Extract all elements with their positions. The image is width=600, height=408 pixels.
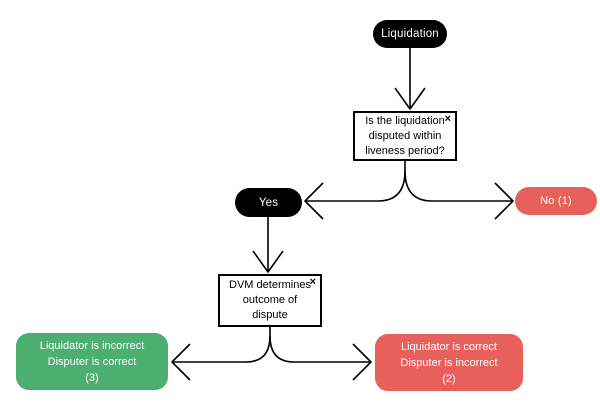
arrowhead-left-icon xyxy=(171,343,191,381)
close-icon: × xyxy=(309,276,316,288)
node-dvm: × DVM determines outcome of dispute xyxy=(218,274,322,327)
node-outcome-disputer-correct: Liquidator is incorrect Disputer is corr… xyxy=(16,333,168,390)
connector-decision-branch xyxy=(304,161,514,220)
connector-liquidation-to-decision xyxy=(394,48,426,110)
node-decision-liveness-text: Is the liquidation disputed within liven… xyxy=(355,114,455,159)
node-outcome-liquidator-correct-text: Liquidator is correct Disputer is incorr… xyxy=(375,339,523,387)
text-line: Liquidator is incorrect xyxy=(39,339,145,352)
text-line: Disputer is incorrect xyxy=(400,356,498,369)
connector-line xyxy=(172,335,271,363)
text-line: outcome of xyxy=(242,294,298,306)
text-line: liveness period? xyxy=(365,144,445,157)
arrowhead-right-icon xyxy=(352,343,372,381)
node-yes-label: Yes xyxy=(258,196,279,209)
connector-line xyxy=(404,170,513,202)
text-line: (3) xyxy=(85,371,99,384)
text-line: disputed within xyxy=(368,129,442,142)
node-yes: Yes xyxy=(235,188,302,217)
arrowhead-down-icon xyxy=(252,250,284,273)
node-liquidation-label: Liquidation xyxy=(381,28,439,40)
text-line: Is the liquidation xyxy=(365,114,445,127)
arrowhead-right-icon xyxy=(494,182,514,220)
text-line: Liquidator is correct xyxy=(401,340,497,353)
node-no: No (1) xyxy=(515,187,597,215)
connector-yes-to-dvm xyxy=(252,217,284,273)
connector-line xyxy=(269,335,371,363)
node-dvm-text: DVM determines outcome of dispute xyxy=(220,278,320,323)
arrowhead-left-icon xyxy=(304,182,324,220)
connector-dvm-branch xyxy=(171,327,372,381)
text-line: Disputer is correct xyxy=(47,355,137,368)
node-liquidation: Liquidation xyxy=(373,20,447,48)
close-icon: × xyxy=(444,113,451,125)
arrowhead-down-icon xyxy=(394,87,426,110)
node-no-label: No (1) xyxy=(540,195,572,207)
text-line: DVM determines xyxy=(229,279,311,291)
node-decision-liveness: × Is the liquidation disputed within liv… xyxy=(353,111,457,161)
node-outcome-disputer-correct-text: Liquidator is incorrect Disputer is corr… xyxy=(16,338,168,386)
text-line: (2) xyxy=(442,372,456,385)
node-outcome-liquidator-correct: Liquidator is correct Disputer is incorr… xyxy=(375,334,523,391)
text-line: dispute xyxy=(252,309,288,321)
